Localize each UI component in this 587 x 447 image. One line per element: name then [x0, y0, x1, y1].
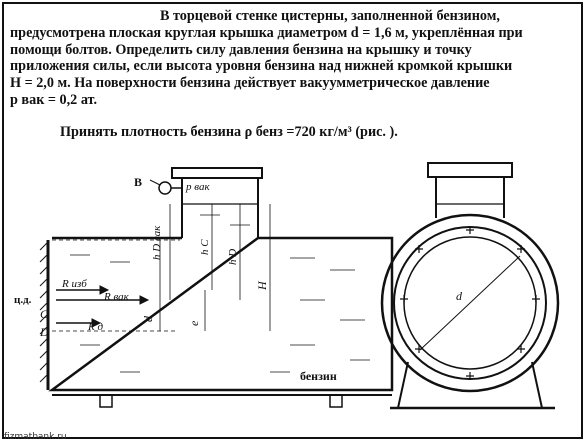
problem-line-6: p вак = 0,2 ат.	[10, 91, 98, 108]
gauge-leader	[149, 179, 161, 186]
liquid-ripples	[70, 214, 370, 373]
arrow-r-izb-head	[99, 285, 110, 295]
end-diameter-line	[419, 255, 521, 351]
problem-line-3: помощи болтов. Определить силу давления …	[10, 41, 472, 58]
foot-right	[329, 394, 343, 408]
label-hd-vak: h D вак	[151, 225, 163, 260]
bolt-marks	[400, 226, 540, 380]
label-D: D	[39, 325, 49, 339]
label-hd: h D	[227, 249, 239, 265]
label-hc: h C	[199, 239, 211, 255]
tank-body	[48, 236, 394, 392]
label-e: e	[187, 320, 201, 326]
end-dome-cap	[427, 162, 513, 178]
label-benzin: бензин	[300, 369, 337, 383]
end-support-right	[531, 361, 543, 409]
density-line: Принять плотность бензина ρ бенз =720 кг…	[60, 124, 398, 140]
problem-line-2: предусмотрена плоская круглая крышка диа…	[10, 24, 523, 41]
page-frame	[2, 2, 583, 439]
label-cd: ц.д.	[14, 294, 32, 306]
label-d: d	[141, 315, 155, 322]
label-p-vak: p вак	[185, 181, 210, 193]
label-r-izb: R изб	[61, 278, 87, 290]
watermark: fizmatbank.ru	[4, 432, 67, 442]
end-support-left	[397, 361, 409, 409]
foot-left	[99, 394, 113, 408]
end-outer-circle	[380, 213, 560, 393]
figure-labels: В p вак h D вак h C h D H d e ц.д. C D R…	[14, 175, 463, 383]
problem-line-1: В торцевой стенке цистерны, заполненной …	[160, 8, 500, 24]
label-r-d: R д	[87, 321, 103, 333]
label-r-vak: R вак	[103, 291, 130, 303]
label-C: C	[40, 307, 49, 321]
label-d-end: d	[456, 289, 463, 303]
problem-line-4: приложения силы, если высота уровня бенз…	[10, 58, 513, 75]
gauge-icon	[158, 181, 172, 195]
problem-line-5: H = 2,0 м. На поверхности бензина действ…	[10, 75, 490, 92]
tank-side-view	[39, 167, 394, 408]
dome-cap	[171, 167, 263, 179]
label-B: В	[134, 175, 142, 189]
problem-text: В торцевой стенке цистерны, заполненной …	[10, 8, 570, 109]
label-H: H	[255, 280, 269, 291]
tank-end-view	[380, 162, 560, 410]
arrow-r-d-head	[91, 318, 102, 328]
lid-hatching	[39, 241, 49, 383]
arrow-r-vak-head	[139, 295, 150, 305]
